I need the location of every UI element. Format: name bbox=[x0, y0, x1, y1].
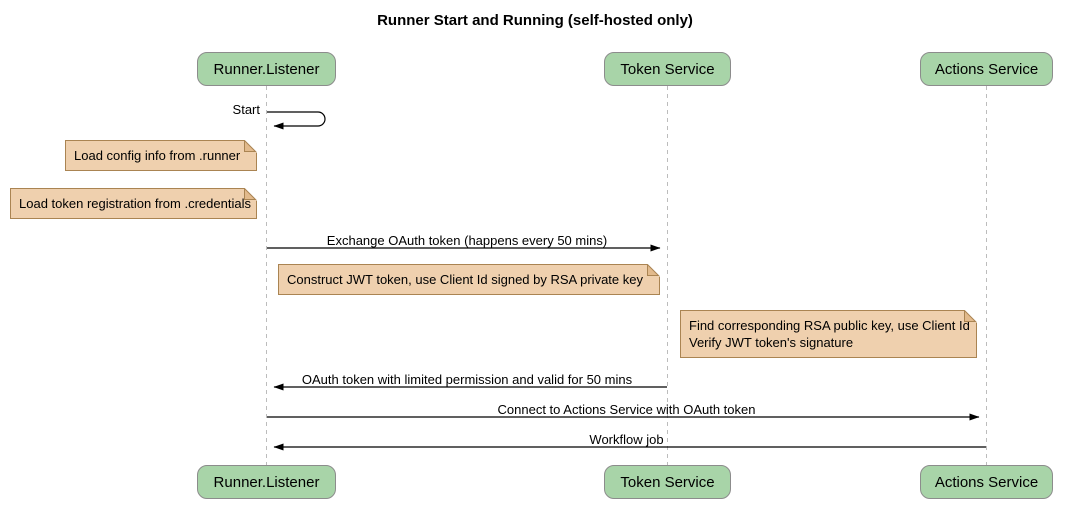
note-construct-jwt: Construct JWT token, use Client Id signe… bbox=[278, 264, 660, 295]
note-fold-icon bbox=[244, 188, 257, 201]
note-load-config: Load config info from .runner bbox=[65, 140, 257, 171]
note-text: Construct JWT token, use Client Id signe… bbox=[287, 272, 643, 287]
note-text: Load config info from .runner bbox=[74, 148, 241, 163]
participant-actions-service-bottom: Actions Service bbox=[920, 465, 1053, 499]
message-label-oauth-return: OAuth token with limited permission and … bbox=[301, 372, 633, 387]
participant-actions-service-top: Actions Service bbox=[920, 52, 1053, 86]
participant-runner-listener-top: Runner.Listener bbox=[197, 52, 336, 86]
message-label-exchange-oauth: Exchange OAuth token (happens every 50 m… bbox=[326, 233, 608, 248]
participant-token-service-bottom: Token Service bbox=[604, 465, 731, 499]
diagram-title: Runner Start and Running (self-hosted on… bbox=[377, 12, 693, 29]
participant-token-service-top: Token Service bbox=[604, 52, 731, 86]
message-label-connect-actions: Connect to Actions Service with OAuth to… bbox=[497, 402, 756, 417]
note-fold-icon bbox=[647, 264, 660, 277]
message-label-workflow-job: Workflow job bbox=[589, 432, 664, 447]
note-fold-icon bbox=[964, 310, 977, 323]
note-text: Load token registration from .credential… bbox=[19, 196, 251, 211]
note-load-token-registration: Load token registration from .credential… bbox=[10, 188, 257, 219]
message-label-start: Start bbox=[232, 102, 260, 117]
note-text-line: Verify JWT token's signature bbox=[689, 335, 854, 350]
note-verify-jwt: Find corresponding RSA public key, use C… bbox=[680, 310, 977, 358]
self-message-arrow-start bbox=[267, 111, 326, 130]
note-fold-icon bbox=[244, 140, 257, 153]
participant-runner-listener-bottom: Runner.Listener bbox=[197, 465, 336, 499]
note-text-line: Find corresponding RSA public key, use C… bbox=[689, 318, 970, 333]
